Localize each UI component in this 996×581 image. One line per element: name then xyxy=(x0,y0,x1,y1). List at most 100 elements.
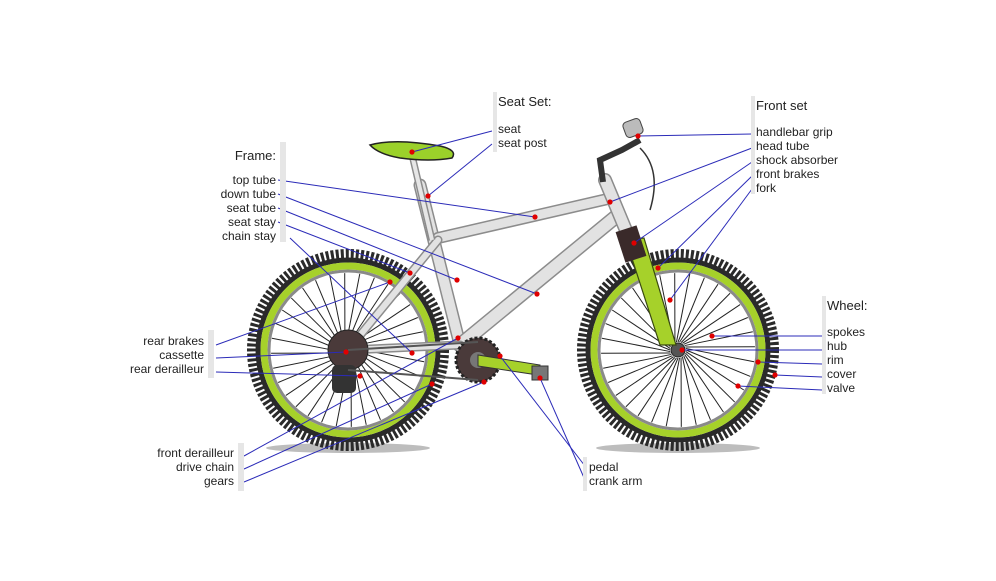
marker-dot xyxy=(709,333,715,339)
spoke xyxy=(605,323,671,351)
leader-line xyxy=(411,130,493,153)
spoke xyxy=(607,355,673,383)
spoke xyxy=(603,353,672,369)
marker-dot xyxy=(755,359,761,365)
marker-dot xyxy=(607,199,613,205)
marker-dot xyxy=(357,373,363,379)
leader-line xyxy=(277,193,538,295)
label-seat: seat xyxy=(498,122,521,136)
label-rim: rim xyxy=(827,353,844,367)
spoke xyxy=(665,357,681,427)
spoke xyxy=(679,283,719,343)
marker-dot xyxy=(481,379,487,385)
label-rear-brakes: rear brakes xyxy=(143,334,204,348)
leader-line xyxy=(637,133,753,137)
marker-dot xyxy=(454,277,460,283)
spoke xyxy=(625,357,676,408)
leader-line xyxy=(757,361,823,365)
leader-line xyxy=(215,351,347,359)
label-cover: cover xyxy=(827,367,857,381)
spoke xyxy=(685,347,755,363)
leader-line xyxy=(277,207,458,281)
label-seat-tube: seat tube xyxy=(226,201,276,215)
label-crank-arm: crank arm xyxy=(589,474,643,488)
marker-dot xyxy=(537,375,543,381)
marker-dot xyxy=(455,335,461,341)
leader-line xyxy=(657,175,753,269)
marker-dot xyxy=(387,279,393,285)
handlebar-grip xyxy=(622,118,644,138)
spoke xyxy=(615,356,674,396)
marker-dot xyxy=(407,270,413,276)
leader-line xyxy=(669,188,753,301)
rear-derailleur-part xyxy=(332,365,356,393)
label-rear-derailleur: rear derailleur xyxy=(129,362,204,376)
spoke xyxy=(601,337,671,353)
spoke xyxy=(680,292,731,343)
label-valve: valve xyxy=(827,381,856,395)
spoke xyxy=(684,354,724,413)
leader-line xyxy=(427,143,493,197)
leader-line xyxy=(609,147,753,203)
spoke xyxy=(651,357,679,423)
label-pedal: pedal xyxy=(589,460,619,474)
marker-dot xyxy=(735,383,741,389)
spoke xyxy=(677,277,705,343)
leader-line xyxy=(633,161,753,244)
marker-dot xyxy=(772,372,778,378)
marker-dot xyxy=(497,353,503,359)
leader-line xyxy=(539,377,586,481)
leader-line xyxy=(737,385,823,391)
label-seat-post: seat post xyxy=(498,136,547,150)
shock-absorber xyxy=(615,225,647,263)
marker-dot xyxy=(679,347,685,353)
spoke xyxy=(684,331,753,347)
label-front-derailleur: front derailleur xyxy=(157,446,234,460)
marker-dot xyxy=(343,349,349,355)
frame-title: Frame: xyxy=(234,148,276,163)
marker-dot xyxy=(631,240,637,246)
markers xyxy=(343,133,778,389)
label-gears: gears xyxy=(203,474,234,488)
label-seat-stay: seat stay xyxy=(227,215,276,229)
label-front-brakes: front brakes xyxy=(756,167,820,181)
leader-line xyxy=(215,281,391,346)
marker-dot xyxy=(667,297,673,303)
leader-line xyxy=(289,237,413,354)
label-down-tube: down tube xyxy=(220,187,276,201)
spoke xyxy=(681,356,697,425)
spoke xyxy=(637,357,677,417)
label-cassette: cassette xyxy=(159,348,204,362)
chain xyxy=(347,341,479,351)
leader-line xyxy=(774,374,823,378)
leader-lines xyxy=(215,130,823,483)
label-shock-absorber: shock absorber xyxy=(756,153,839,167)
marker-dot xyxy=(429,381,435,387)
marker-dot xyxy=(425,193,431,199)
seat-set-title: Seat Set: xyxy=(498,94,552,109)
handlebar xyxy=(596,137,642,183)
marker-dot xyxy=(409,149,415,155)
leader-line xyxy=(243,383,433,470)
label-fork: fork xyxy=(756,181,777,195)
spoke xyxy=(683,355,711,421)
label-handlebar-grip: handlebar grip xyxy=(756,125,833,139)
label-drive-chain: drive chain xyxy=(175,460,234,474)
spoke xyxy=(685,349,751,377)
leader-line xyxy=(243,337,459,457)
label-chain-stay: chain stay xyxy=(221,229,276,243)
label-top-tube: top tube xyxy=(232,173,276,187)
leader-line xyxy=(277,179,536,218)
leader-line xyxy=(243,381,485,483)
front-set-title: Front set xyxy=(756,98,808,113)
spoke xyxy=(685,352,736,403)
wheel-title: Wheel: xyxy=(827,298,868,313)
label-head-tube: head tube xyxy=(756,139,810,153)
spoke xyxy=(683,317,749,345)
marker-dot xyxy=(534,291,540,297)
spoke xyxy=(682,304,741,344)
marker-dot xyxy=(655,265,661,271)
marker-dot xyxy=(532,214,538,220)
label-spokes: spokes xyxy=(827,325,866,339)
